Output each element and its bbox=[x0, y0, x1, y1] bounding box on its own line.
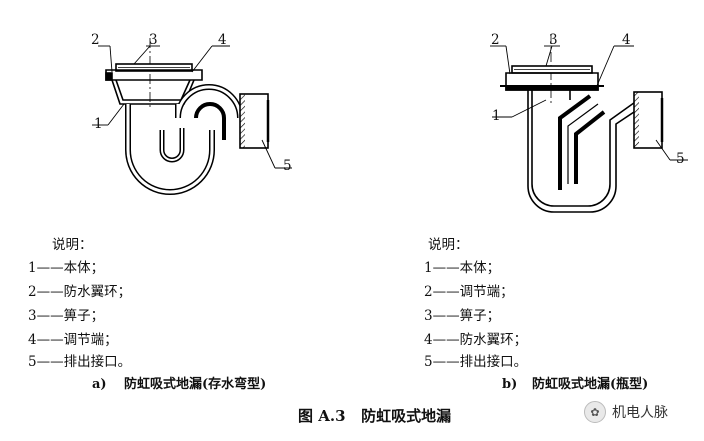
watermark: ✿ 机电人脉 bbox=[584, 401, 668, 423]
wechat-icon: ✿ bbox=[584, 401, 606, 423]
diagram-a-callout-2: 2 bbox=[91, 32, 100, 48]
diagram-a-callout-5: 5 bbox=[283, 158, 292, 174]
diagram-a-legend-item-1: 1——本体； bbox=[28, 260, 105, 276]
diagram-a-caption-letter: a) bbox=[92, 377, 107, 392]
diagram-b-callout-5: 5 bbox=[676, 151, 685, 167]
diagram-b-callout-2: 2 bbox=[491, 32, 500, 48]
diagram-a-legend-item-2: 2——防水翼环； bbox=[28, 284, 132, 300]
diagram-b-legend-item-5: 5——排出接口。 bbox=[424, 354, 528, 370]
figure-title: 图 A.3 防虹吸式地漏 bbox=[298, 407, 452, 425]
watermark-text: 机电人脉 bbox=[612, 405, 668, 421]
diagram-b-legend-title: 说明： bbox=[428, 237, 469, 253]
diagram-b-drawing bbox=[490, 34, 688, 213]
diagram-a-drawing bbox=[92, 38, 292, 195]
diagram-b-caption-letter: b) bbox=[502, 377, 518, 392]
diagram-a-callout-1: 1 bbox=[94, 116, 103, 132]
diagram-b-legend-item-3: 3——箅子； bbox=[424, 308, 501, 324]
diagram-b-legend-item-1: 1——本体； bbox=[424, 260, 501, 276]
diagram-a-legend-item-3: 3——箅子； bbox=[28, 308, 105, 324]
diagram-a-callout-3: 3 bbox=[149, 32, 158, 48]
diagram-b-legend-item-2: 2——调节端； bbox=[424, 284, 514, 300]
diagram-b-caption: 防虹吸式地漏(瓶型) bbox=[532, 377, 649, 392]
diagram-b-callout-3: 3 bbox=[549, 32, 558, 48]
diagram-a-legend-item-5: 5——排出接口。 bbox=[28, 354, 132, 370]
diagram-a-legend-title: 说明： bbox=[52, 237, 93, 253]
diagram-a-legend-item-4: 4——调节端； bbox=[28, 332, 118, 348]
diagram-b-callout-4: 4 bbox=[622, 32, 631, 48]
diagram-b-legend-item-4: 4——防水翼环； bbox=[424, 332, 528, 348]
diagram-a-callout-4: 4 bbox=[218, 32, 227, 48]
diagram-a-caption: 防虹吸式地漏(存水弯型) bbox=[124, 377, 267, 392]
diagram-b-callout-1: 1 bbox=[492, 108, 501, 124]
